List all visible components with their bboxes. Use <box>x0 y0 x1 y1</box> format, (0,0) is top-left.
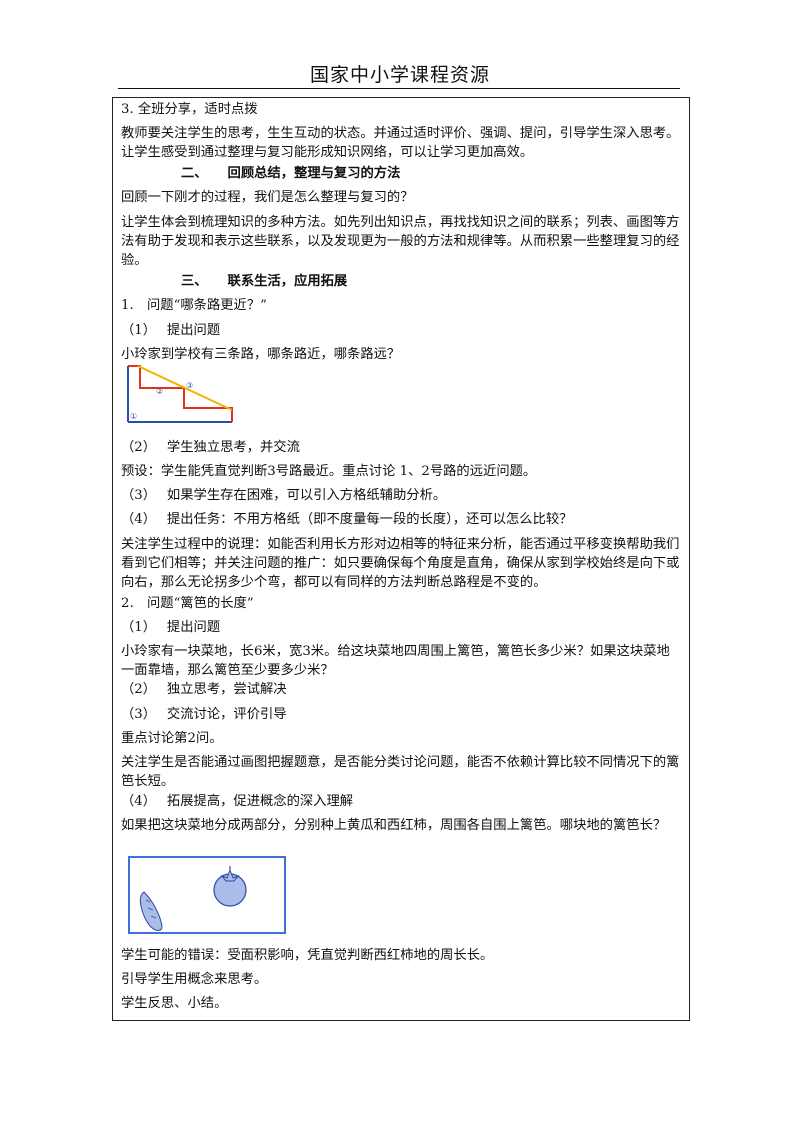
paragraph-reflection: 学生反思、小结。 <box>121 996 228 1011</box>
header-rule <box>118 88 680 89</box>
problem-2-step-2: （2） 独立思考，尝试解决 <box>121 682 287 697</box>
problem-2-focus-question: 重点讨论第2问。 <box>121 731 223 746</box>
paragraph-teacher-focus: 教师要关注学生的思考，生生互动的状态。并通过适时评价、强调、提问，引导学生深入思… <box>121 126 680 160</box>
problem-2-title: 2. 问题“篱笆的长度” <box>121 596 254 611</box>
road-1-label: ① <box>130 412 137 421</box>
garden-diagram <box>128 856 286 934</box>
problem-2-step-3: （3） 交流讨论，评价引导 <box>121 707 287 722</box>
section-2-heading: 二、 回顾总结，整理与复习的方法 <box>181 166 401 181</box>
problem-1-step-3: （3） 如果学生存在困难，可以引入方格纸辅助分析。 <box>121 488 447 503</box>
road-3-label: ③ <box>186 381 193 390</box>
problem-1-question: 小玲家到学校有三条路，哪条路近，哪条路远？ <box>121 347 401 362</box>
problem-1-title: 1. 问题“哪条路更近？” <box>121 298 267 313</box>
road-3-line <box>137 365 233 411</box>
paragraph-drawing-focus: 关注学生是否能通过画图把握题意，是否能分类讨论问题，能否不依赖计算比较不同情况下… <box>121 755 680 789</box>
step-3-title: 3. 全班分享，适时点拨 <box>121 102 258 117</box>
tomato-icon <box>213 866 247 907</box>
paragraph-review-methods: 让学生体会到梳理知识的多种方法。如先列出知识点，再找找知识之间的联系；列表、画图… <box>121 215 680 268</box>
problem-2-step-1: （1） 提出问题 <box>121 620 221 635</box>
road-2-line <box>128 365 233 422</box>
problem-2-step-4: （4） 拓展提高，促进概念的深入理解 <box>121 794 354 809</box>
problem-1-step-1: （1） 提出问题 <box>121 323 221 338</box>
problem-2-question: 小玲家有一块菜地，长6米，宽3米。给这块菜地四周围上篱笆，篱笆长多少米？如果这块… <box>121 644 670 678</box>
problem-1-step-4: （4） 提出任务：不用方格纸（即不度量每一段的长度），还可以怎么比较？ <box>121 512 573 527</box>
problem-2-extension-question: 如果把这块菜地分成两部分，分别种上黄瓜和西红柿，周围各自围上篱笆。哪块地的篱笆长… <box>121 818 667 833</box>
paragraph-possible-error: 学生可能的错误：受面积影响，凭直觉判断西红柿地的周长长。 <box>121 948 494 963</box>
road-2-label: ② <box>156 387 163 396</box>
paragraph-reasoning-focus: 关注学生过程中的说理：如能否利用长方形对边相等的特征来分析，能否通过平移变换帮助… <box>121 537 680 590</box>
lesson-content-box <box>112 97 690 1021</box>
paragraph-review-question: 回顾一下刚才的过程，我们是怎么整理与复习的？ <box>121 190 414 205</box>
section-3-heading: 三、 联系生活，应用拓展 <box>181 274 348 289</box>
problem-1-prediction: 预设：学生能凭直觉判断3号路最近。重点讨论 1、2号路的远近问题。 <box>121 464 537 479</box>
page-header-title: 国家中小学课程资源 <box>309 64 490 86</box>
roads-diagram: ① ② ③ <box>127 365 233 423</box>
paragraph-guide-concept: 引导学生用概念来思考。 <box>121 972 268 987</box>
cucumber-icon <box>139 891 163 931</box>
problem-1-step-2: （2） 学生独立思考，并交流 <box>121 440 300 455</box>
